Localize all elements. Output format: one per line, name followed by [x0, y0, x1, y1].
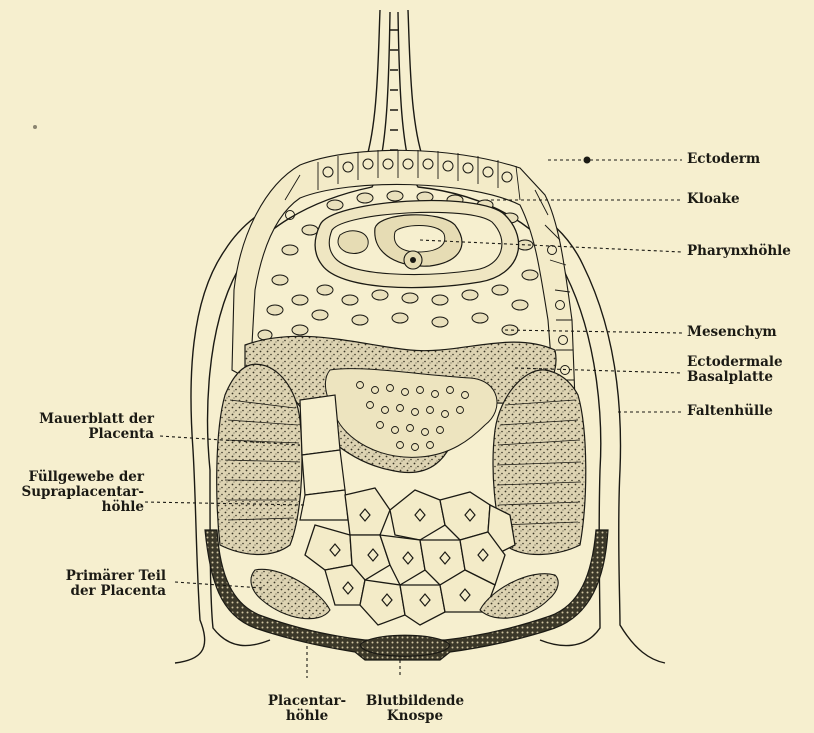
label-basalplatte-line-2: Basalplatte [687, 370, 783, 385]
label-mauerblatt: Mauerblatt der Placenta [4, 412, 154, 442]
label-pharynxhoehle: Pharynxhöhle [687, 244, 791, 259]
label-mauerblatt-line-1: Mauerblatt der [4, 412, 154, 427]
mauerblatt-left [217, 364, 302, 554]
label-blutbildende-knospe: Blutbildende Knospe [360, 694, 470, 724]
label-ectodermale-basalplatte: Ectodermale Basalplatte [687, 355, 783, 385]
label-primaerer-line-1: Primärer Teil [4, 569, 166, 584]
label-placentarhoehle: Placentar- höhle [247, 694, 367, 724]
label-fuellgewebe-line-1: Füllgewebe der [4, 470, 144, 485]
label-fuellgewebe-line-2: Supraplacentar- [4, 485, 144, 500]
label-fuellgewebe: Füllgewebe der Supraplacentar- höhle [4, 470, 144, 515]
label-primaerer-teil: Primärer Teil der Placenta [4, 569, 166, 599]
blutbildende-knospe [360, 635, 450, 656]
label-primaerer-line-2: der Placenta [4, 584, 166, 599]
label-faltenhuelle: Faltenhülle [687, 404, 773, 419]
label-ectoderm-line: Ectoderm [687, 152, 760, 167]
label-basalplatte-line-1: Ectodermale [687, 355, 783, 370]
label-kloake-line: Kloake [687, 192, 740, 207]
label-mesenchym-line: Mesenchym [687, 325, 777, 340]
label-placentarhoehle-line-1: Placentar- [247, 694, 367, 709]
label-blutbildende-line-2: Knospe [360, 709, 470, 724]
label-mauerblatt-line-2: Placenta [4, 427, 154, 442]
label-fuellgewebe-line-3: höhle [4, 500, 144, 515]
label-blutbildende-line-1: Blutbildende [360, 694, 470, 709]
label-placentarhoehle-line-2: höhle [247, 709, 367, 724]
label-ectoderm: Ectoderm [687, 152, 760, 167]
label-faltenhuelle-line: Faltenhülle [687, 404, 773, 419]
label-kloake: Kloake [687, 192, 740, 207]
label-mesenchym: Mesenchym [687, 325, 777, 340]
label-pharynxhoehle-line: Pharynxhöhle [687, 244, 791, 259]
